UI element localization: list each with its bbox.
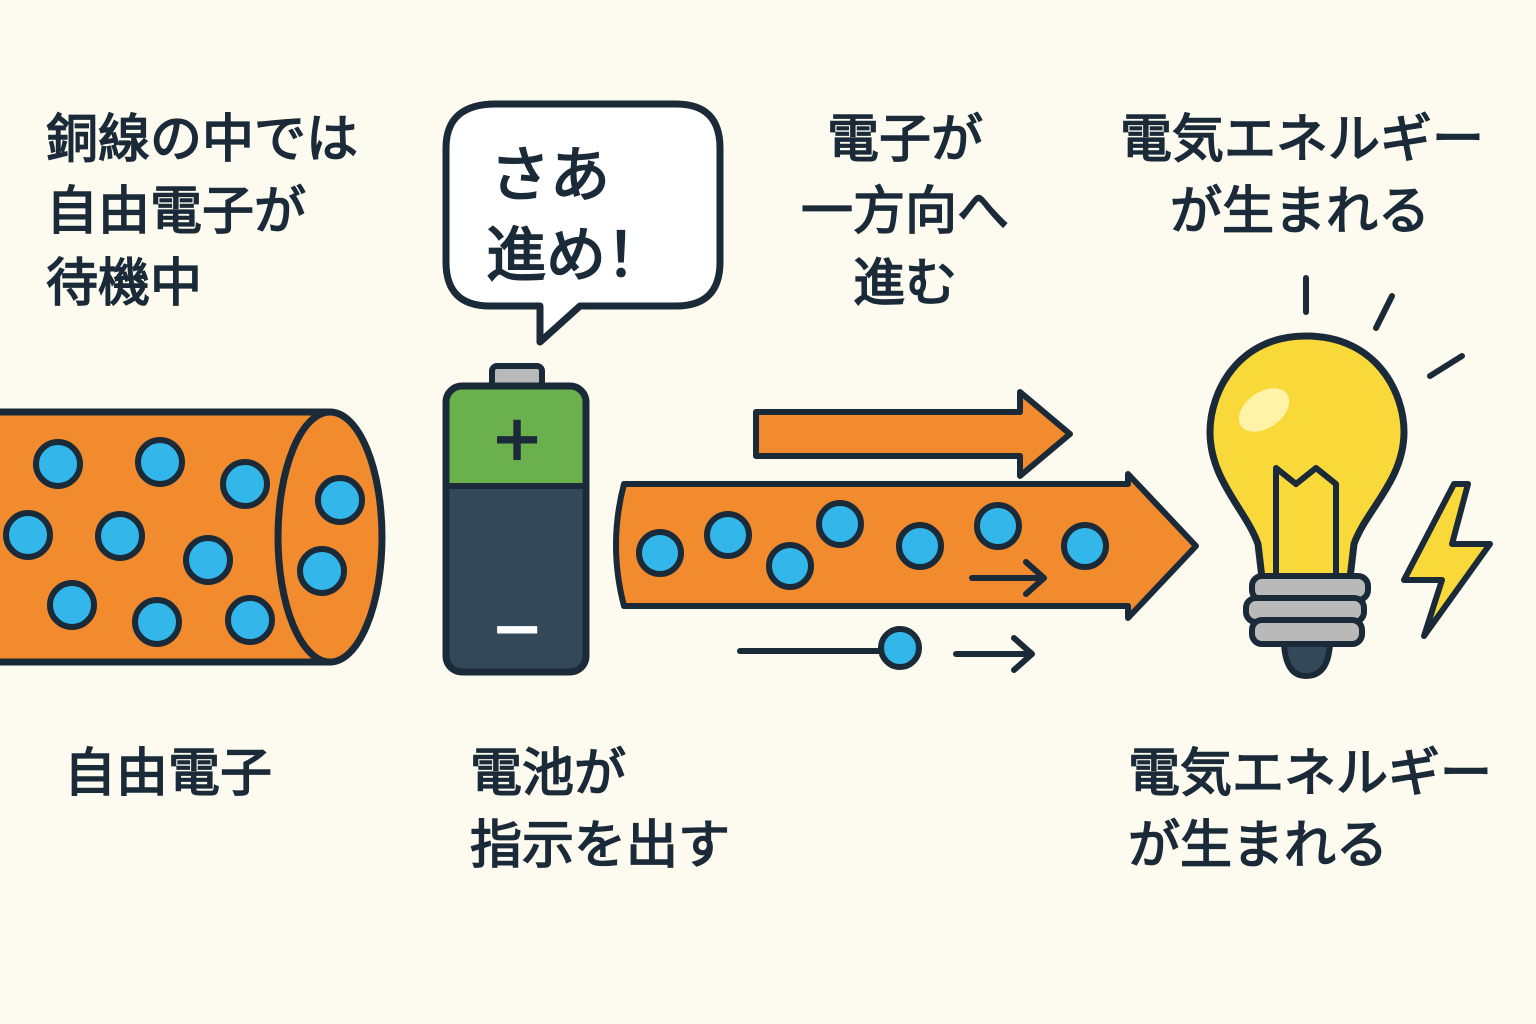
electron xyxy=(636,529,684,577)
electron xyxy=(297,546,347,596)
moving-electron xyxy=(737,626,1035,673)
electron xyxy=(1061,522,1109,570)
speech-line-1: さあ xyxy=(490,141,610,211)
electron xyxy=(315,475,365,525)
electron xyxy=(225,595,275,645)
free-electron-label: 自由電子 xyxy=(64,744,273,804)
wire-electrons xyxy=(3,437,365,647)
battery: + − xyxy=(442,363,590,676)
battery-caption: 電池が 指示を出す xyxy=(470,744,731,876)
electron xyxy=(3,510,53,560)
electron xyxy=(878,626,922,670)
copper-wire xyxy=(0,408,386,666)
small-arrow xyxy=(969,559,1047,597)
electron xyxy=(47,580,97,630)
electron xyxy=(220,459,270,509)
flow-top-text: 電子が 一方向へ 進む xyxy=(800,110,1009,314)
speech-line-2: 進め！ xyxy=(486,221,666,291)
electron xyxy=(95,511,145,561)
electron xyxy=(183,535,233,585)
electron-flow-arrow xyxy=(613,471,1199,621)
copper-intro-text: 銅線の中では 自由電子が 待機中 xyxy=(46,110,359,314)
energy-bottom-text: 電気エネルギー が生まれる xyxy=(1128,744,1493,876)
speech-bubble: さあ 進め！ xyxy=(442,100,724,346)
electron xyxy=(896,522,944,570)
energy-top-text: 電気エネルギー が生まれる xyxy=(1120,110,1485,242)
light-bulb xyxy=(1206,275,1493,680)
light-rays-icon xyxy=(1303,275,1465,379)
direction-arrow-top xyxy=(753,389,1073,479)
wire-end-face xyxy=(274,408,386,666)
electron xyxy=(33,439,83,489)
electron xyxy=(766,542,814,590)
battery-plus: + xyxy=(490,402,544,476)
electron xyxy=(704,511,752,559)
electron xyxy=(816,500,864,548)
battery-minus: − xyxy=(490,592,544,666)
electron xyxy=(132,597,182,647)
electron xyxy=(135,437,185,487)
lightning-bolt-icon xyxy=(1401,481,1493,639)
electron xyxy=(974,502,1022,550)
